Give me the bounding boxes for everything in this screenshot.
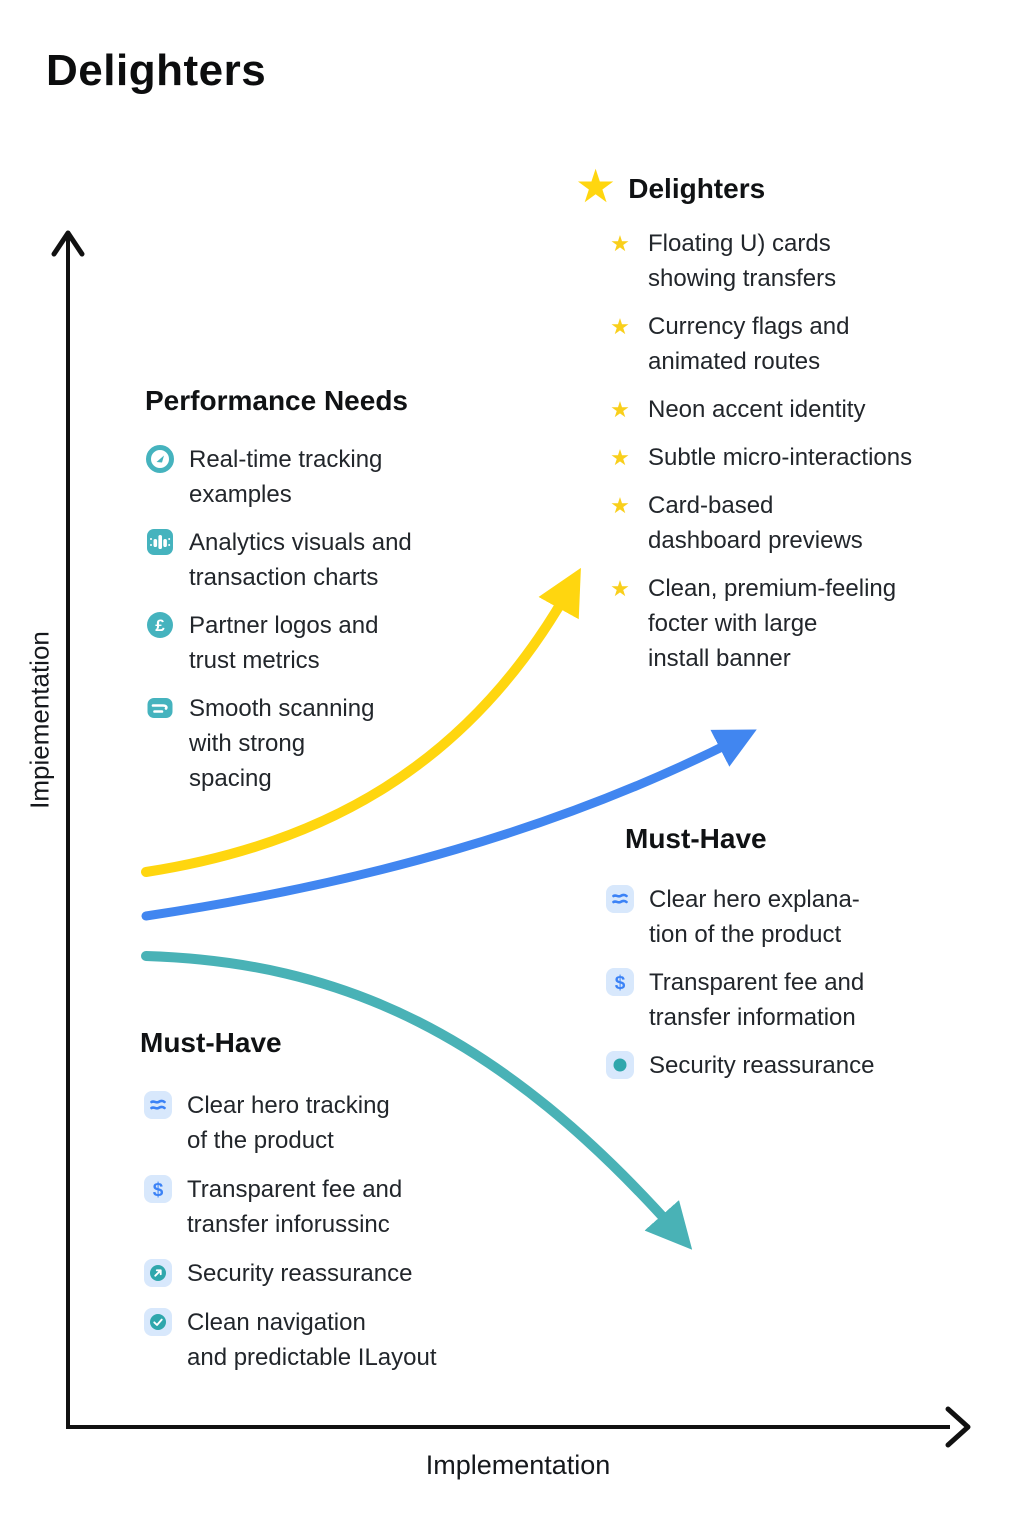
scan-lines-icon: [147, 698, 173, 718]
list-item-text: Real-time tracking examples: [189, 446, 383, 508]
must-have-right-title: Must-Have: [625, 823, 767, 854]
text-lines-icon: [144, 1091, 172, 1119]
list-item-text: Clear hero tracking of the product: [187, 1092, 390, 1154]
star-icon: ★: [610, 397, 630, 422]
list-item-text: Transparent fee and transfer inforussinc: [187, 1176, 403, 1238]
list-item: ★ Subtle micro-interactions: [608, 440, 995, 475]
list-item-text: Security reassurance: [187, 1260, 413, 1287]
list-item-text: Smooth scanning with strong spacing: [189, 695, 375, 792]
check-circle-icon: [144, 1308, 172, 1336]
list-item-text: Subtle micro-interactions: [648, 444, 913, 471]
dollar-icon: $: [144, 1175, 172, 1203]
list-item: ★ Currency flags and animated routes: [608, 309, 995, 379]
x-axis-label: Implementation: [425, 1450, 611, 1480]
list-item-text: Transparent fee and transfer information: [649, 969, 865, 1031]
svg-text:$: $: [615, 973, 626, 994]
list-item: Analytics visuals and transaction charts: [143, 525, 483, 595]
list-item: $ Transparent fee and transfer inforussi…: [138, 1172, 498, 1242]
list-item-text: Partner logos and trust metrics: [189, 612, 379, 674]
list-item: £ Partner logos and trust metrics: [143, 608, 483, 678]
list-item: ★ Card-based dashboard previews: [608, 488, 995, 558]
must-have-left-section: Must-Have Clear hero tracking of the pro…: [138, 1026, 498, 1375]
list-item: Security reassurance: [605, 1048, 945, 1083]
star-icon: ★: [610, 576, 630, 601]
must-have-right-section: Must-Have Clear hero explana- tion of th…: [605, 822, 945, 1083]
star-icon: ★: [610, 231, 630, 256]
gauge-icon: [146, 445, 174, 473]
list-item: Smooth scanning with strong spacing: [143, 691, 483, 796]
star-icon: ★: [610, 493, 630, 518]
list-item: Security reassurance: [138, 1256, 498, 1291]
list-item-text: Currency flags and animated routes: [648, 313, 850, 375]
svg-text:$: $: [153, 1180, 164, 1201]
performance-needs-title: Performance Needs: [145, 385, 409, 416]
list-item: ★ Neon accent identity: [608, 392, 995, 427]
list-item-text: Neon accent identity: [648, 396, 866, 423]
list-item-text: Analytics visuals and transaction charts: [189, 529, 412, 591]
list-item-text: Security reassurance: [649, 1052, 875, 1079]
star-icon: ★: [610, 314, 630, 339]
delighters-section: ★ Delighters ★ Floating U) cards showing…: [575, 160, 995, 676]
x-axis-arrow-icon: [945, 1406, 971, 1448]
list-item-text: Floating U) cards showing transfers: [648, 230, 837, 292]
text-lines-icon: [606, 885, 634, 913]
arrow-circle-icon: [144, 1259, 172, 1287]
list-item: ★ Floating U) cards showing transfers: [608, 226, 995, 296]
y-axis-arrow-icon: [51, 230, 85, 257]
dollar-icon: $: [606, 968, 634, 996]
list-item-text: Clear hero explana- tion of the product: [649, 886, 860, 948]
list-item: ★ Clean, premium-feeling focter with lar…: [608, 571, 995, 676]
must-have-left-title: Must-Have: [140, 1027, 282, 1058]
list-item-text: Clean navigation and predictable ILayout: [187, 1309, 437, 1371]
delighters-section-title: Delighters: [628, 173, 766, 204]
performance-needs-section: Performance Needs Real-time tracking exa…: [143, 384, 483, 796]
list-item: Clean navigation and predictable ILayout: [138, 1305, 498, 1375]
star-icon: ★: [575, 160, 617, 212]
list-item: $ Transparent fee and transfer informati…: [605, 965, 945, 1035]
list-item-text: Clean, premium-feeling focter with large…: [648, 575, 897, 672]
list-item: Real-time tracking examples: [143, 442, 483, 512]
list-item: Clear hero explana- tion of the product: [605, 882, 945, 952]
bar-chart-icon: [147, 529, 173, 555]
list-item-text: Card-based dashboard previews: [648, 492, 863, 554]
list-item: Clear hero tracking of the product: [138, 1088, 498, 1158]
star-icon: ★: [610, 445, 630, 470]
teal-dot-icon: [606, 1051, 634, 1079]
svg-text:£: £: [155, 616, 165, 635]
y-axis-label: Impiementation: [24, 631, 55, 809]
page-title: Delighters: [46, 46, 267, 95]
partner-badge-icon: £: [147, 612, 173, 638]
